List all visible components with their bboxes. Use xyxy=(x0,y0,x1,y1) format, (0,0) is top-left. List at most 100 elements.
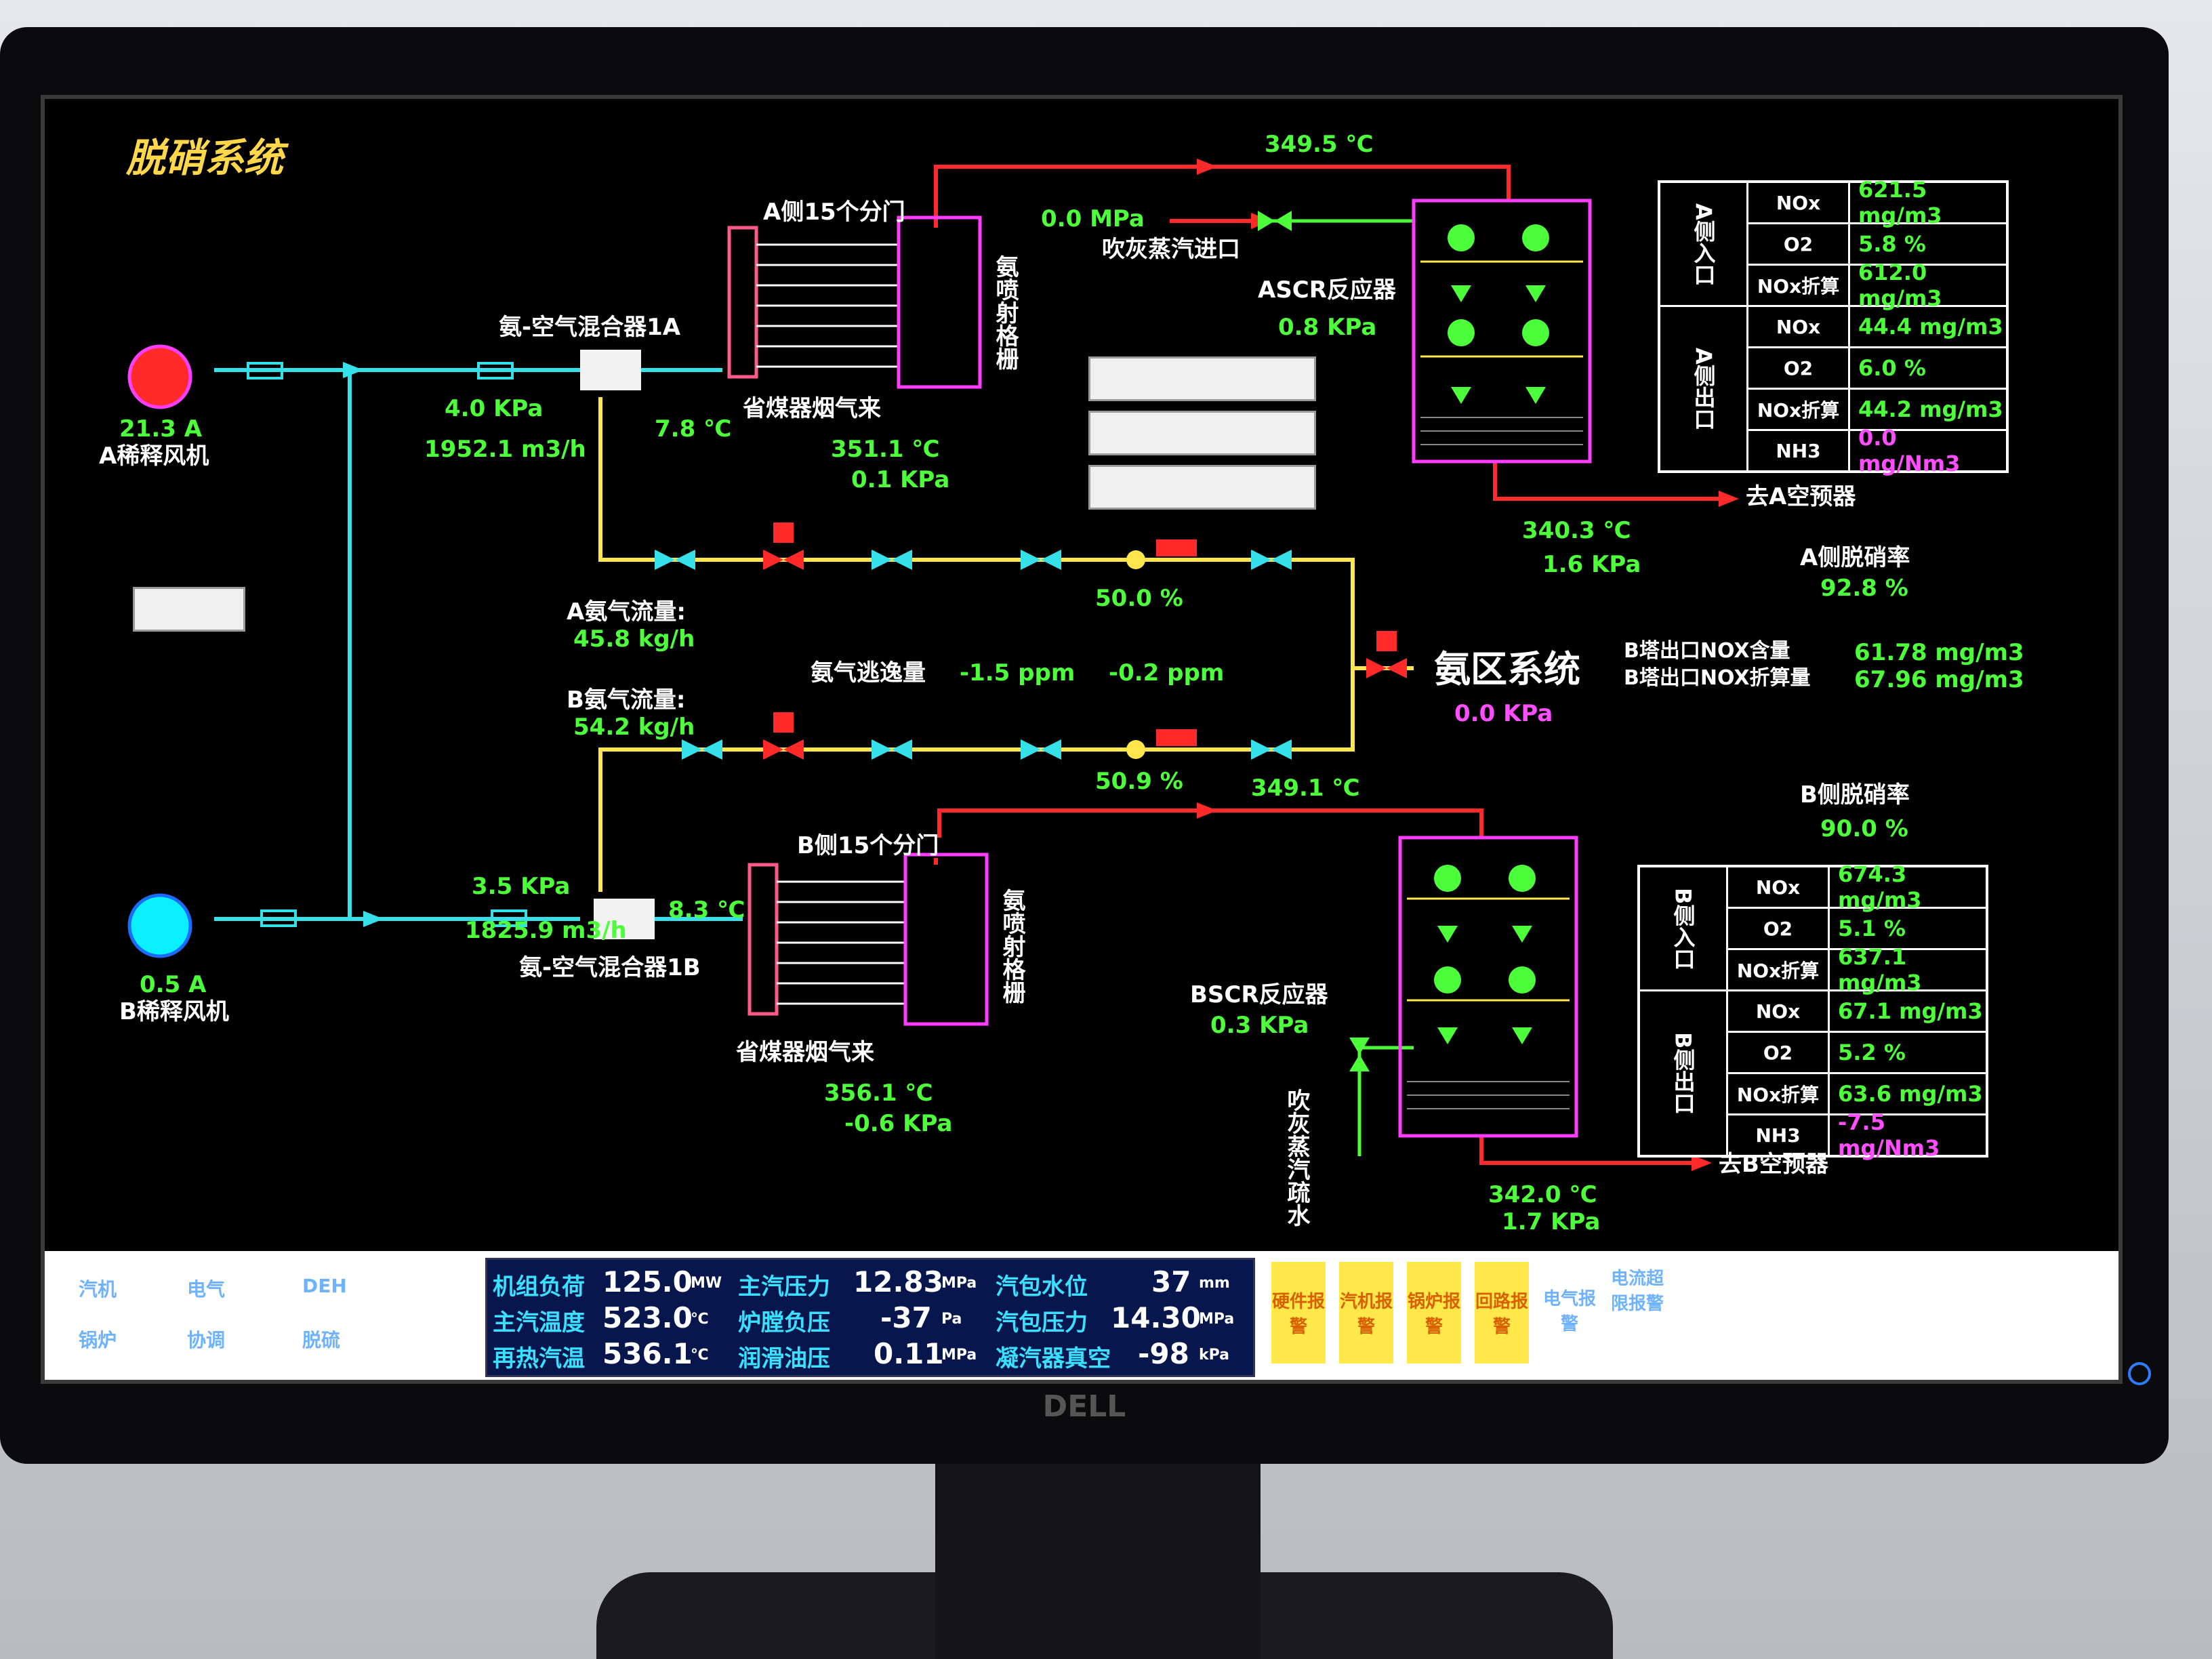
alarm-hardware[interactable]: 硬件报警 xyxy=(1271,1262,1326,1364)
table-b-outlet-label: B侧出口 xyxy=(1640,991,1728,1155)
nav-boiler[interactable]: 锅炉 xyxy=(79,1329,117,1351)
alarm-boiler[interactable]: 锅炉报警 xyxy=(1407,1262,1461,1364)
kpi-lube-unit: MPa xyxy=(941,1347,977,1364)
table-cell: 63.6 mg/m3 xyxy=(1830,1074,1986,1115)
ammonia-b-flow: 54.2 kg/h xyxy=(573,714,695,741)
table-cell: NOx xyxy=(1748,307,1850,348)
alarm-electrical[interactable]: 电气报警 xyxy=(1542,1289,1596,1334)
kpi-load-label: 机组负荷 xyxy=(493,1273,585,1300)
reactor-b-out-temp: 342.0 ℃ xyxy=(1488,1181,1597,1208)
ammonia-area-pressure: 0.0 KPa xyxy=(1454,700,1553,727)
table-a-inlet-label: A侧入口 xyxy=(1660,183,1748,307)
kpi-mst-unit: ℃ xyxy=(691,1311,709,1328)
fan-a-name: A稀释风机 xyxy=(99,443,209,470)
ammonia-area[interactable]: 氨区系统 xyxy=(1434,648,1580,691)
nav-desulfurization[interactable]: 脱硫 xyxy=(302,1329,341,1351)
kpi-furnace-unit: Pa xyxy=(941,1311,962,1328)
table-cell: 44.4 mg/m3 xyxy=(1850,307,2006,348)
kpi-lube: 0.11 xyxy=(874,1337,944,1370)
branch-a-grid: 氨喷射格栅 xyxy=(991,255,1019,370)
nav-deh[interactable]: DEH xyxy=(302,1275,347,1297)
reactor-a-out-temp: 340.3 ℃ xyxy=(1522,517,1631,544)
eff-a-value: 92.8 % xyxy=(1820,575,1908,602)
power-icon[interactable] xyxy=(2128,1362,2151,1385)
kpi-msp-unit: MPa xyxy=(941,1275,977,1292)
kpi-furnace-label: 炉膛负压 xyxy=(738,1309,830,1336)
blank-panel[interactable] xyxy=(133,587,245,632)
kpi-drum-level-label: 汽包水位 xyxy=(996,1273,1088,1300)
table-cell: O2 xyxy=(1748,224,1850,266)
ammonia-a-flow: 45.8 kg/h xyxy=(573,626,695,653)
table-cell: 0.0 mg/Nm3 xyxy=(1858,425,1961,476)
ammonia-b-flow-label: B氨气流量: xyxy=(567,687,686,714)
reactor-b-top-temp: 349.1 ℃ xyxy=(1251,775,1360,802)
alarm-current[interactable]: 电流超限报警 xyxy=(1610,1269,1664,1314)
kpi-mst-label: 主汽温度 xyxy=(493,1309,585,1336)
nav-electrical[interactable]: 电气 xyxy=(187,1278,226,1300)
b-out-nox-label: B塔出口NOX含量 xyxy=(1624,639,1790,663)
ammonia-slip-a: -1.5 ppm xyxy=(960,659,1076,687)
kpi-rht-label: 再热汽温 xyxy=(493,1345,585,1372)
kpi-vac: -98 xyxy=(1138,1337,1189,1370)
table-cell: 621.5 mg/m3 xyxy=(1850,177,2006,228)
table-cell: O2 xyxy=(1728,1033,1830,1074)
b-out-nox-conv-label: B塔出口NOX折算量 xyxy=(1624,666,1811,690)
fan-b-name: B稀释风机 xyxy=(119,998,229,1025)
branch-b-title: B侧15个分门 xyxy=(797,832,939,859)
reactor-a-to: 去A空预器 xyxy=(1746,483,1856,510)
mixer-b-temp: 8.3 ℃ xyxy=(668,897,745,924)
kpi-load-unit: MW xyxy=(691,1275,722,1292)
table-cell: O2 xyxy=(1728,909,1830,950)
table-cell: 5.1 % xyxy=(1830,909,1986,950)
table-cell: NOx xyxy=(1728,991,1830,1033)
kpi-mst: 523.0 xyxy=(602,1301,693,1334)
ammonia-b-valve: 50.9 % xyxy=(1095,768,1183,795)
mixer-b-pressure: 3.5 KPa xyxy=(472,873,571,900)
table-cell: 674.3 mg/m3 xyxy=(1830,861,1986,913)
table-cell: NOx折算 xyxy=(1728,950,1830,991)
table-b: B侧入口 NOx 674.3 mg/m3 O2 5.1 % NOx折算 637.… xyxy=(1637,861,1988,1161)
blank-panel xyxy=(1088,465,1316,510)
kpi-rht-unit: ℃ xyxy=(691,1347,709,1364)
table-b-inlet-label: B侧入口 xyxy=(1640,867,1728,991)
mixer-a-pressure: 4.0 KPa xyxy=(445,395,544,422)
reactor-a-out-pressure: 1.6 KPa xyxy=(1542,551,1641,578)
nav-coordination[interactable]: 协调 xyxy=(187,1329,226,1351)
table-cell: NH3 xyxy=(1748,431,1850,470)
table-cell: NOx xyxy=(1728,867,1830,909)
reactor-a-pressure: 0.8 KPa xyxy=(1278,314,1377,341)
ammonia-a-valve: 50.0 % xyxy=(1095,585,1183,612)
reactor-a-top-temp: 349.5 ℃ xyxy=(1265,131,1374,158)
sootblow-drain: 吹灰蒸汽疏水 xyxy=(1283,1088,1310,1227)
branch-b-temp: 356.1 ℃ xyxy=(824,1080,933,1107)
page-title: 脱硝系统 xyxy=(126,135,284,181)
ammonia-a-flow-label: A氨气流量: xyxy=(567,598,686,626)
kpi-rht: 536.1 xyxy=(602,1337,693,1370)
kpi-vac-label: 凝汽器真空 xyxy=(996,1345,1111,1372)
table-cell: 6.0 % xyxy=(1850,348,2006,390)
kpi-lube-label: 润滑油压 xyxy=(738,1345,830,1372)
table-cell: 5.2 % xyxy=(1830,1033,1986,1074)
branch-a-temp: 351.1 ℃ xyxy=(831,436,940,463)
nav-turbine[interactable]: 汽机 xyxy=(79,1278,117,1300)
table-cell: 67.1 mg/m3 xyxy=(1830,991,1986,1033)
table-cell: NH3 xyxy=(1728,1115,1830,1155)
sootblow-inlet: 吹灰蒸汽进口 xyxy=(1102,236,1240,263)
reactor-b-out-pressure: 1.7 KPa xyxy=(1502,1208,1601,1235)
alarm-loop[interactable]: 回路报警 xyxy=(1475,1262,1529,1364)
ammonia-slip-b: -0.2 ppm xyxy=(1109,659,1225,687)
table-cell: NOx折算 xyxy=(1748,390,1850,431)
eff-b-label: B侧脱硝率 xyxy=(1800,781,1910,808)
branch-b-flue: 省煤器烟气来 xyxy=(736,1039,874,1066)
kpi-drum-p-unit: MPa xyxy=(1199,1311,1235,1328)
table-cell: 44.2 mg/m3 xyxy=(1850,390,2006,431)
table-cell: NOx xyxy=(1748,183,1850,224)
alarm-turbine[interactable]: 汽机报警 xyxy=(1339,1262,1393,1364)
b-out-nox-conv: 67.96 mg/m3 xyxy=(1854,666,2024,693)
mixer-b-name: 氨-空气混合器1B xyxy=(519,954,701,981)
table-cell: 612.0 mg/m3 xyxy=(1850,260,2006,311)
kpi-drum-level-unit: mm xyxy=(1199,1275,1230,1292)
blank-panel xyxy=(1088,356,1316,401)
table-a-outlet-label: A侧出口 xyxy=(1660,307,1748,470)
eff-b-value: 90.0 % xyxy=(1820,815,1908,842)
